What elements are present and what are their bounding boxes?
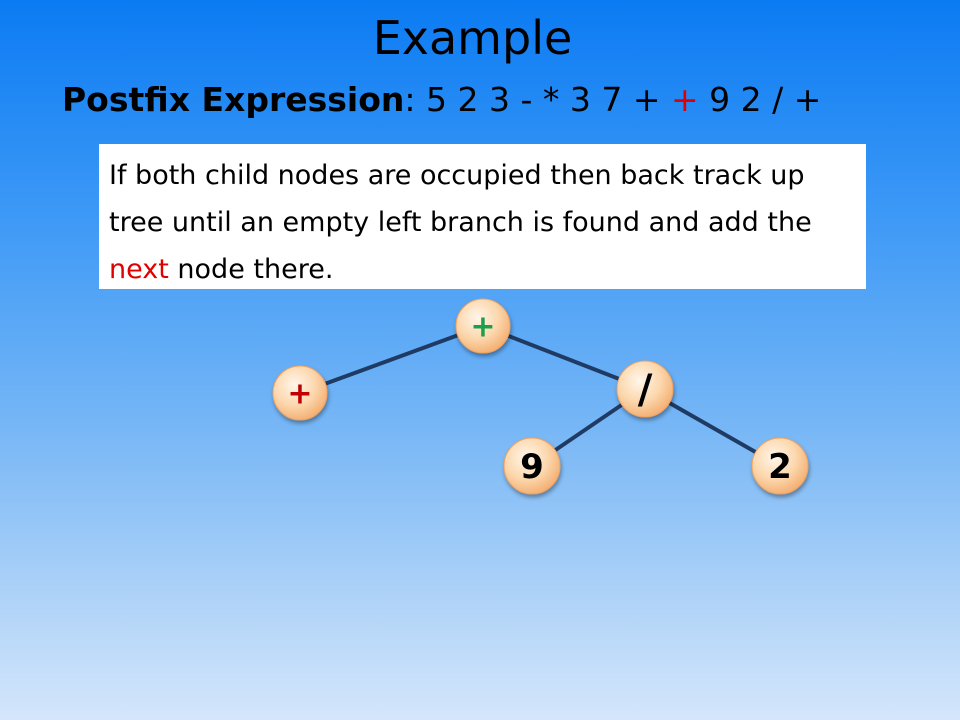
callout-highlighted-word: next (109, 254, 169, 285)
tree-edge-root-left (299, 324, 484, 395)
tree-node-left: + (272, 365, 328, 421)
tree-node-divide: / (616, 360, 674, 418)
tree-node-label: + (287, 377, 312, 412)
tree-node-circle (503, 437, 561, 495)
tree-node-two: 2 (751, 437, 809, 495)
tree-node-root: + (455, 298, 511, 354)
instruction-callout: If both child nodes are occupied then ba… (99, 144, 866, 289)
tree-node-label: 2 (768, 447, 792, 487)
callout-text-after: node there. (177, 254, 334, 285)
tree-node-label: / (638, 367, 653, 413)
tree-node-label: 9 (520, 447, 544, 487)
tree-node-circle (272, 365, 328, 421)
tree-edge-root-divide (482, 324, 646, 391)
tree-node-circle (455, 298, 511, 354)
callout-text-before: If both child nodes are occupied then ba… (109, 160, 812, 238)
expression-separator: : (404, 80, 416, 119)
tree-node-circle (751, 437, 809, 495)
slide-title: Example (372, 11, 573, 65)
expression-tokens-before: 5 2 3 - * 3 7 + (426, 80, 661, 119)
postfix-expression: Postfix Expression: 5 2 3 - * 3 7 + + 9 … (62, 76, 821, 124)
expression-tokens-after: 9 2 / + (709, 80, 822, 119)
tree-node-label: + (470, 310, 495, 345)
expression-label: Postfix Expression (62, 80, 405, 119)
tree-node-circle (616, 360, 674, 418)
tree-node-nine: 9 (503, 437, 561, 495)
expression-highlighted-token: + (670, 80, 699, 119)
